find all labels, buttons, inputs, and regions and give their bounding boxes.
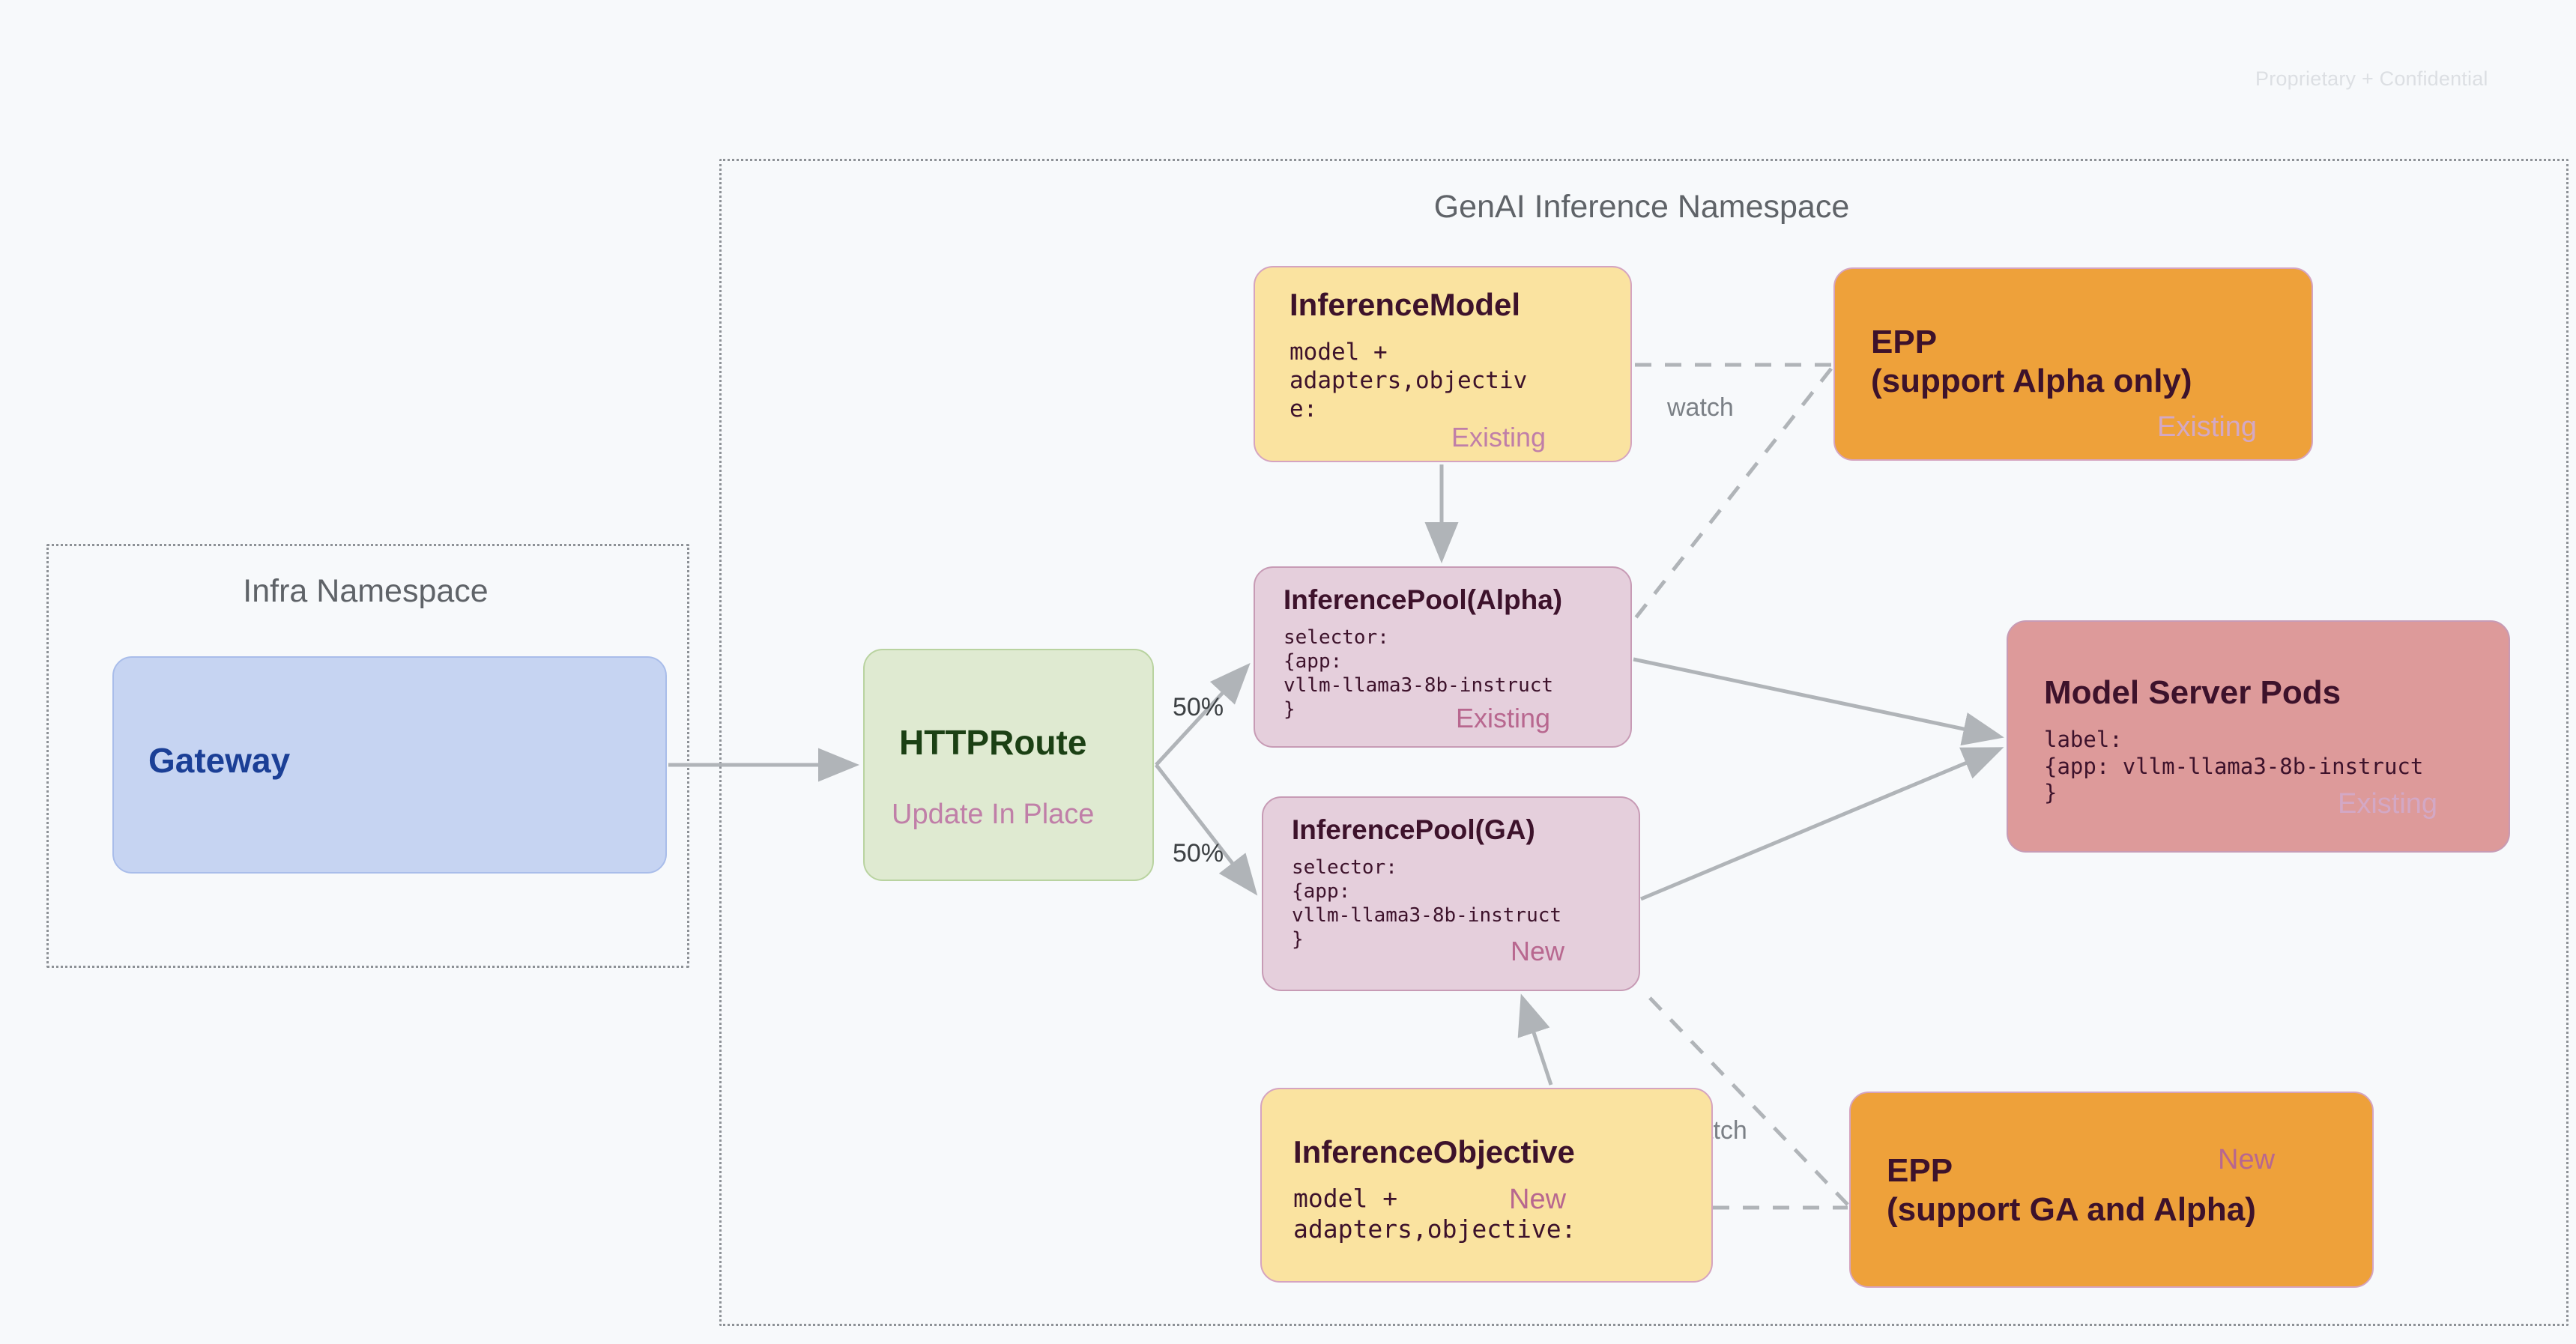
model-server-pods-body: label: {app: vllm-llama3-8b-instruct } <box>2044 727 2424 806</box>
inference-pool-alpha-body: selector: {app: vllm-llama3-8b-instruct … <box>1284 626 1554 721</box>
epp-ga-badge: New <box>2218 1144 2276 1175</box>
inference-model-title: InferenceModel <box>1289 287 1521 322</box>
epp-ga-title: EPP (support GA and Alpha) <box>1887 1152 2256 1228</box>
node-inference-pool-ga[interactable]: InferencePool(GA) selector: {app: vllm-l… <box>1262 796 1640 991</box>
node-gateway[interactable]: Gateway <box>112 656 667 874</box>
inference-pool-ga-badge: New <box>1511 936 1565 966</box>
epp-alpha-title: EPP (support Alpha only) <box>1871 324 2192 399</box>
inference-objective-title: InferenceObjective <box>1293 1134 1575 1169</box>
node-inference-objective[interactable]: InferenceObjective model + adapters,obje… <box>1260 1088 1713 1283</box>
inference-model-body: model + adapters,objectiv e: <box>1289 339 1528 423</box>
node-epp-alpha[interactable]: EPP (support Alpha only) Existing <box>1833 267 2313 461</box>
inference-pool-alpha-title: InferencePool(Alpha) <box>1284 584 1563 615</box>
inference-model-badge: Existing <box>1451 422 1546 452</box>
infra-namespace-container <box>46 544 689 968</box>
edge-label-50-alpha: 50% <box>1173 693 1224 721</box>
inference-pool-ga-body: selector: {app: vllm-llama3-8b-instruct … <box>1292 856 1562 951</box>
node-inference-model[interactable]: InferenceModel model + adapters,objectiv… <box>1254 266 1632 462</box>
epp-alpha-badge: Existing <box>2157 411 2258 443</box>
edge-label-50-ga: 50% <box>1173 839 1224 868</box>
edge-label-watch-alpha: watch <box>1667 393 1734 422</box>
node-httproute[interactable]: HTTPRoute Update In Place <box>863 649 1154 881</box>
httproute-title: HTTPRoute <box>899 723 1087 762</box>
genai-namespace-title: GenAI Inference Namespace <box>1433 189 1850 225</box>
node-epp-ga[interactable]: EPP (support GA and Alpha) New <box>1849 1092 2374 1288</box>
confidential-note: Proprietary + Confidential <box>2255 67 2488 90</box>
node-inference-pool-alpha[interactable]: InferencePool(Alpha) selector: {app: vll… <box>1254 566 1632 748</box>
inference-pool-ga-title: InferencePool(GA) <box>1292 814 1535 845</box>
model-server-pods-badge: Existing <box>2338 788 2438 820</box>
node-model-server-pods[interactable]: Model Server Pods label: {app: vllm-llam… <box>2007 620 2510 853</box>
infra-namespace-title: Infra Namespace <box>243 573 489 609</box>
gateway-title: Gateway <box>148 741 291 780</box>
model-server-pods-title: Model Server Pods <box>2044 674 2341 711</box>
inference-objective-badge: New <box>1509 1184 1567 1215</box>
inference-pool-alpha-badge: Existing <box>1456 703 1551 733</box>
inference-objective-body: model + adapters,objective: <box>1293 1184 1576 1244</box>
httproute-badge: Update In Place <box>892 799 1095 830</box>
genai-namespace-container <box>719 159 2569 1326</box>
